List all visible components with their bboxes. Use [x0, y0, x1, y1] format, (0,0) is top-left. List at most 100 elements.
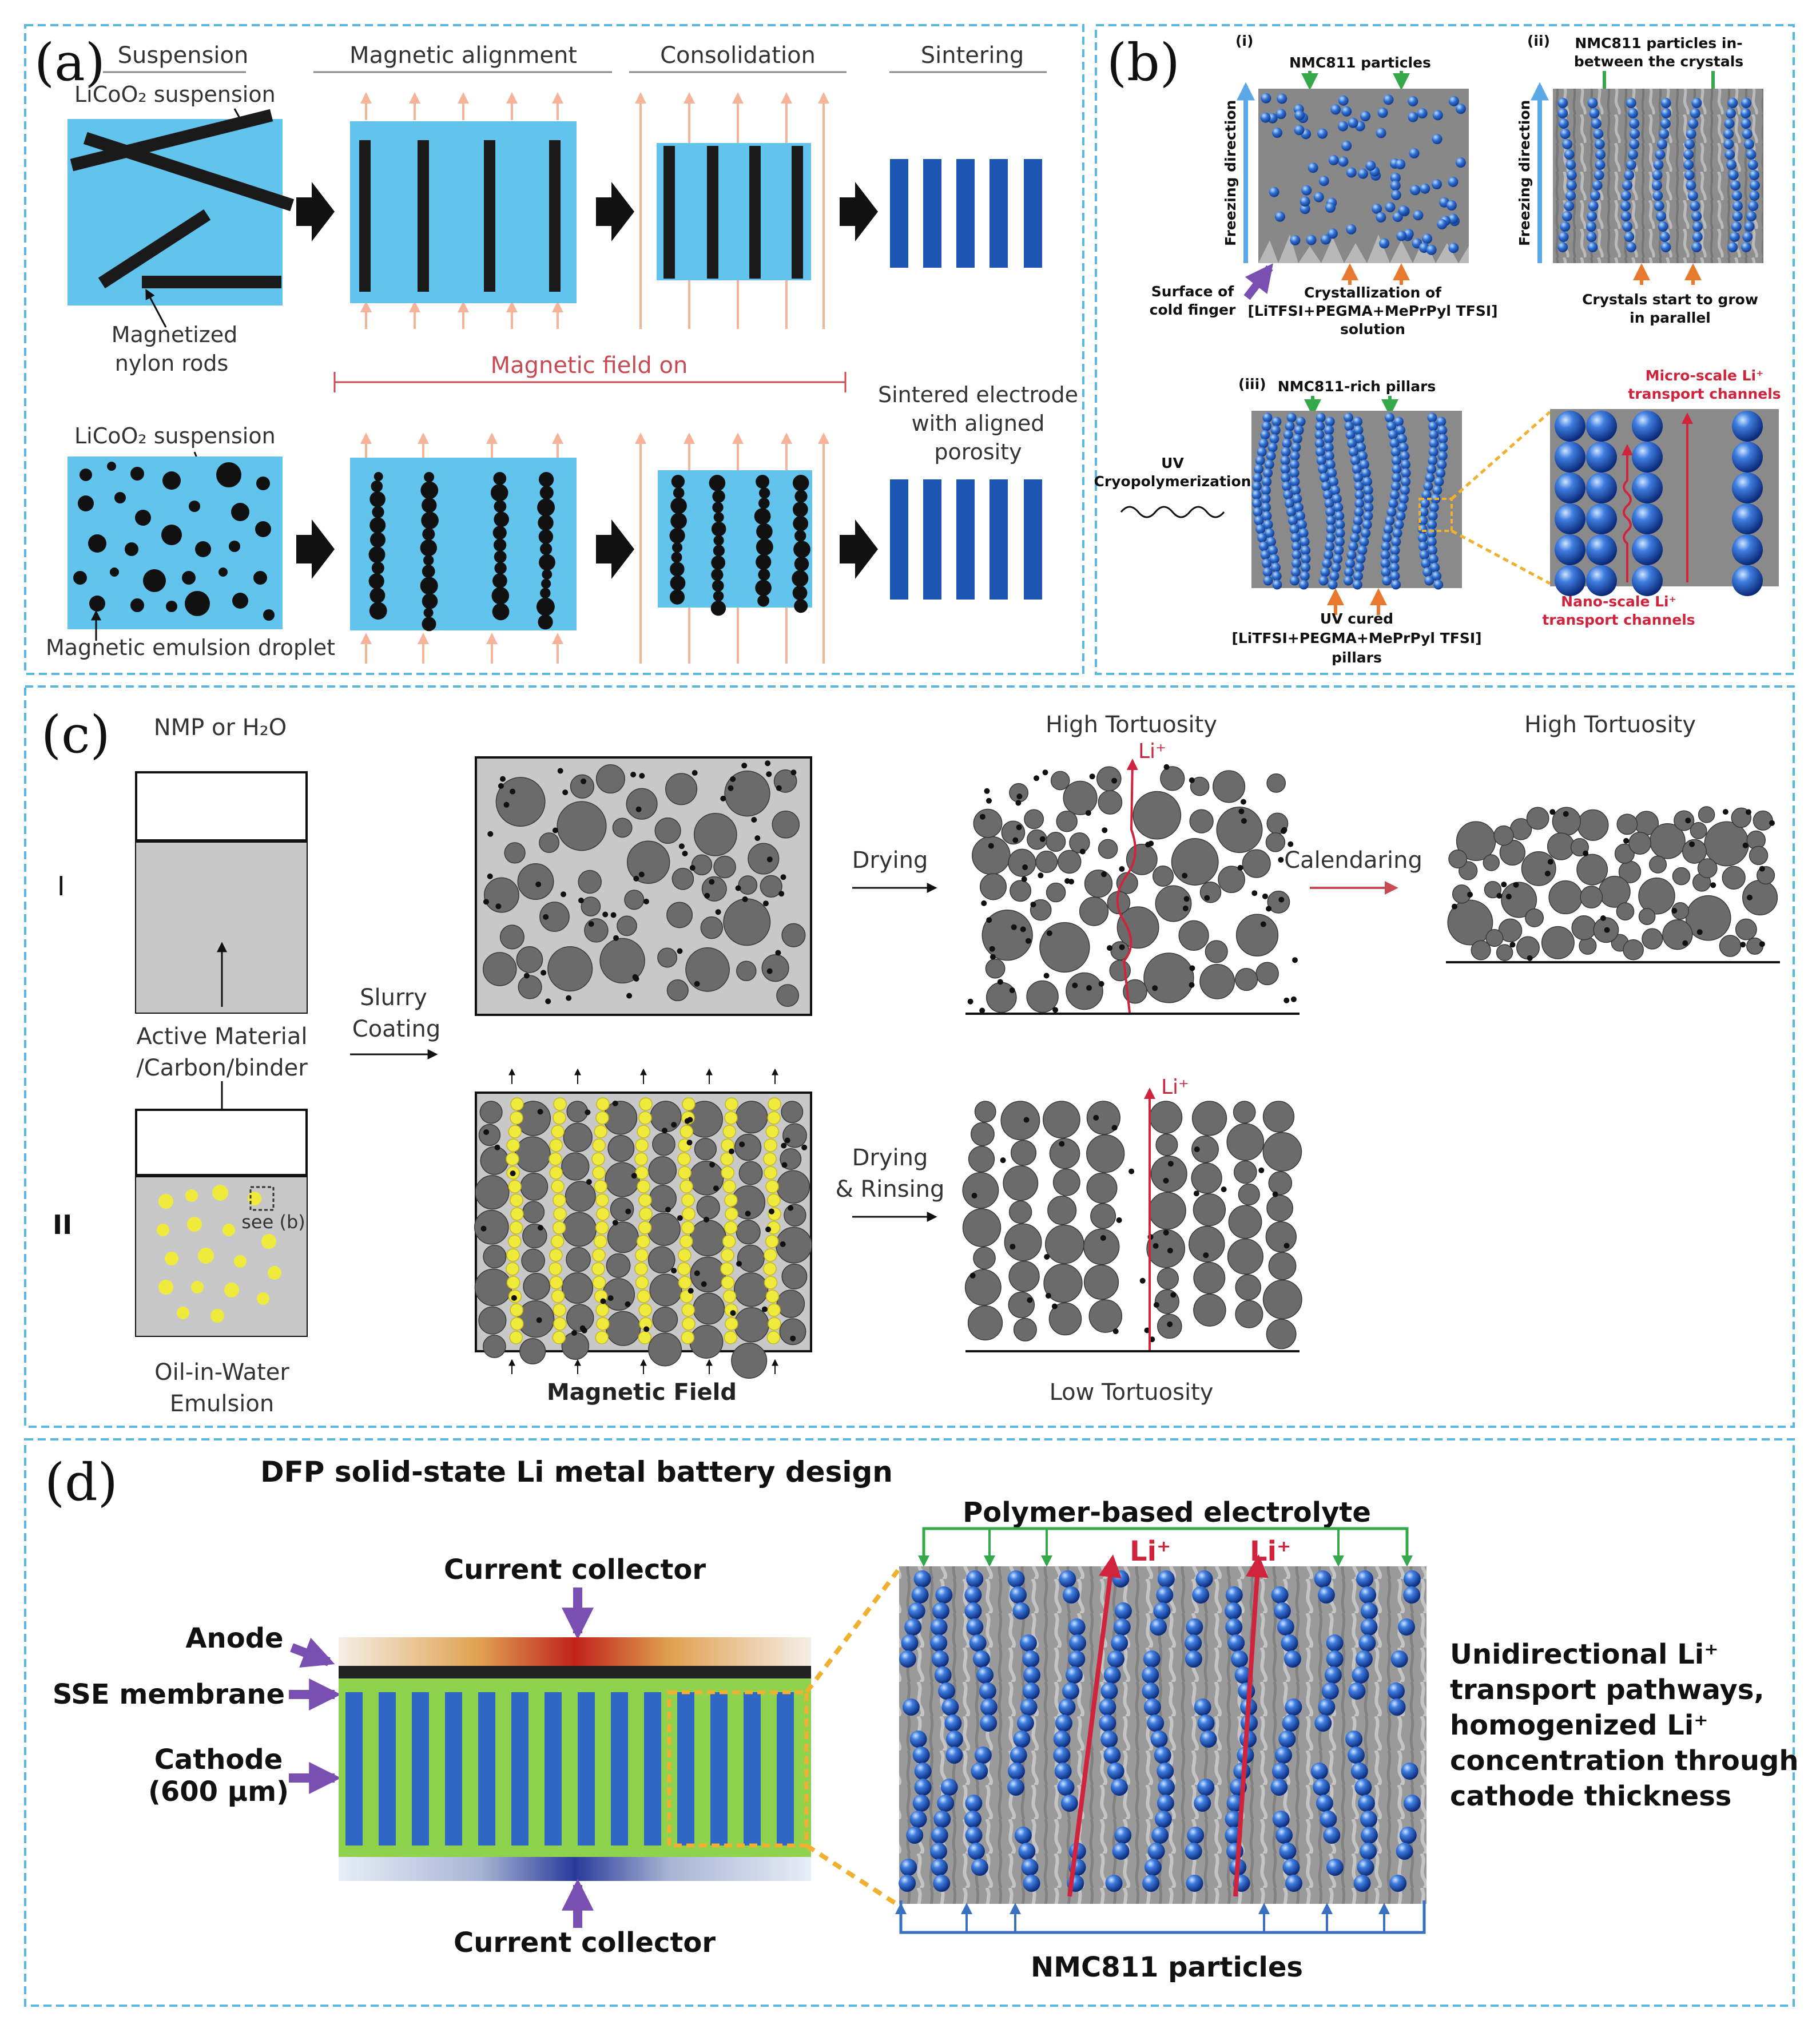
nmc-particle — [1565, 160, 1576, 170]
droplet — [671, 475, 685, 489]
nmc-sphere — [1360, 1602, 1378, 1620]
carbon-particle — [1604, 927, 1610, 933]
droplet — [792, 570, 809, 587]
oil-droplet — [636, 1235, 650, 1248]
nmc-particle — [1626, 98, 1636, 108]
panel-a: (a) Suspension Magnetic alignment Consol… — [34, 33, 1078, 664]
active-particle — [1160, 766, 1185, 791]
active-particle — [1039, 922, 1090, 973]
active-particle — [654, 817, 681, 844]
oil-droplet — [763, 1152, 777, 1166]
nmc-sphere — [1555, 442, 1585, 473]
active-particle — [1483, 854, 1500, 871]
nmc-particle — [1428, 455, 1438, 466]
active-particle — [650, 1101, 682, 1133]
sintered-electrode-bottom — [890, 479, 1042, 600]
nmc-particle — [1417, 533, 1428, 543]
high-tortuosity-1: High Tortuosity — [1046, 712, 1217, 738]
carbon-particle — [1139, 1277, 1146, 1284]
nmc-sphere — [1399, 1827, 1417, 1844]
nmc-particle — [1329, 571, 1340, 581]
nmc-sphere — [1112, 1843, 1130, 1860]
nmc-particle — [1427, 545, 1437, 555]
nmc-particle — [1283, 490, 1293, 500]
nmc-particle — [1362, 477, 1372, 487]
nmc-sphere — [980, 1698, 998, 1716]
cathode-column — [578, 1692, 595, 1846]
nmc-sphere — [1154, 1747, 1171, 1764]
active-particle — [1096, 766, 1122, 792]
carbon-particle — [1685, 817, 1691, 824]
micro-label-1: Micro-scale Li⁺ — [1646, 367, 1764, 384]
nmc-particle — [1353, 515, 1363, 526]
nmc-particle — [1438, 434, 1448, 444]
carbon-particle — [1241, 818, 1247, 824]
droplet — [794, 557, 809, 572]
nmc-particle — [1251, 481, 1262, 491]
nmc-particle — [1727, 98, 1738, 108]
nmc-particle — [1687, 190, 1698, 201]
nmc-sphere — [1354, 1779, 1372, 1796]
nmc-sphere — [944, 1715, 962, 1732]
nmc-particle — [1292, 558, 1302, 569]
nmc-particle — [1390, 172, 1401, 183]
sintered-electrode-top — [890, 159, 1042, 268]
active-particle — [1266, 1319, 1297, 1350]
oil-droplet — [764, 1276, 778, 1289]
carbon-particle — [682, 851, 688, 856]
droplet — [757, 594, 769, 607]
droplet — [422, 593, 438, 609]
nmc-sphere — [1350, 1763, 1368, 1780]
active-particle — [1143, 953, 1194, 1003]
active-particle — [1013, 1317, 1037, 1342]
nmc-particle — [1586, 232, 1597, 242]
current-collector-bottom-label: Current collector — [454, 1927, 716, 1959]
droplet — [794, 530, 806, 542]
oil-droplet — [638, 1221, 652, 1235]
active-particle — [561, 1272, 594, 1304]
nmc-particle — [1251, 490, 1262, 500]
nmc-particle — [1382, 533, 1392, 543]
nmc-particle — [1338, 156, 1349, 167]
carbon-particle — [610, 912, 617, 918]
carbon-particle — [1759, 866, 1765, 872]
li-label-1: Li⁺ — [1130, 1535, 1171, 1567]
active-material-2: /Carbon/binder — [136, 1055, 308, 1081]
nmc-particle — [1262, 511, 1272, 521]
nmc-particle — [1432, 134, 1443, 145]
nmc-particle — [1427, 519, 1437, 530]
nmc-sphere — [1007, 1570, 1025, 1588]
carbon-particle — [643, 1326, 650, 1332]
cathode-column — [611, 1692, 628, 1846]
nmc-particle — [1389, 562, 1400, 573]
droplet — [670, 497, 687, 514]
active-particle — [1265, 832, 1286, 852]
carbon-particle — [979, 1007, 985, 1014]
nmc-particle — [1261, 502, 1271, 513]
cathode-column — [744, 1692, 761, 1846]
active-particle — [1521, 851, 1556, 886]
nmc-particle — [1314, 438, 1325, 449]
nmc-sphere — [1285, 1875, 1302, 1892]
carbon-particle — [1000, 1157, 1006, 1164]
nmc-particle — [1688, 118, 1699, 129]
droplet — [542, 569, 553, 580]
nmc-particle — [1266, 537, 1276, 547]
nmc-particle — [1294, 110, 1305, 121]
droplet — [368, 573, 384, 589]
nmc-particle — [1426, 528, 1437, 538]
droplet — [794, 599, 808, 613]
droplet — [491, 587, 510, 605]
nmc-particle — [1262, 567, 1273, 577]
carbon-particle — [639, 773, 645, 779]
pointer-arrow — [145, 288, 167, 328]
carbon-particle — [498, 783, 504, 789]
droplet — [759, 487, 770, 499]
nmc-particle — [1590, 190, 1600, 201]
droplet — [494, 562, 507, 574]
carbon-particle — [503, 801, 510, 808]
oil-droplet — [634, 1262, 648, 1276]
carbon-particle — [1583, 850, 1589, 856]
nmc-particle — [1398, 442, 1409, 453]
droplet — [420, 577, 438, 595]
